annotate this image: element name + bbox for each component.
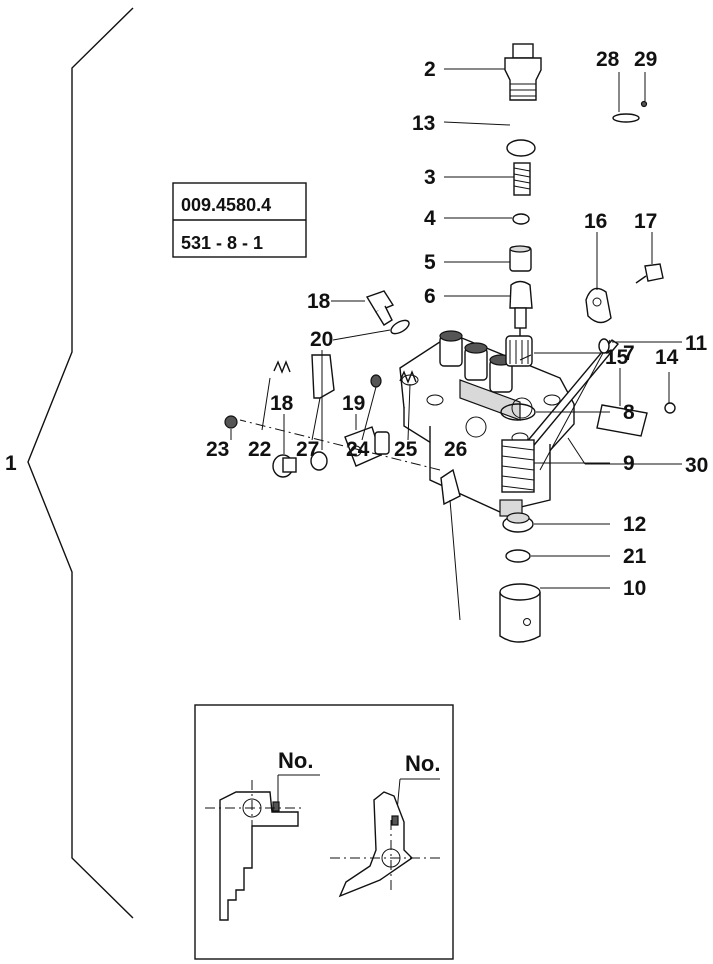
callout-26: 26 [444, 438, 467, 461]
part-18-lower-bolt [272, 454, 297, 478]
reference-box: 009.4580.4 531 - 8 - 1 [172, 182, 307, 258]
part-16-clamp [585, 287, 612, 324]
part-28-o-ring [612, 113, 640, 123]
part-21-shim [505, 549, 531, 563]
part-13-gasket [506, 139, 536, 157]
callout-21: 21 [623, 545, 647, 568]
callout-labels: 1 2 13 3 4 5 6 28 29 16 17 18 20 15 14 1… [5, 48, 708, 600]
callout-23: 23 [206, 438, 229, 461]
callout-29: 29 [634, 48, 657, 71]
part-4-washer [512, 213, 530, 225]
callout-30: 30 [685, 454, 708, 477]
callout-28: 28 [596, 48, 620, 71]
callout-18-lower: 18 [270, 392, 294, 415]
callout-22: 22 [248, 438, 271, 461]
callout-1: 1 [5, 452, 17, 475]
part-27-link [311, 354, 335, 399]
callout-19: 19 [342, 392, 365, 415]
leader-lines [230, 68, 682, 621]
callout-13: 13 [412, 112, 435, 135]
callout-17: 17 [634, 210, 657, 233]
part-25-spring-small [399, 370, 417, 384]
assembly-bracket [27, 7, 134, 919]
part-14-screw [664, 402, 676, 414]
callout-11: 11 [685, 332, 708, 355]
reference-number-2: 531 - 8 - 1 [181, 233, 263, 253]
callout-4: 4 [424, 207, 436, 230]
callout-2: 2 [424, 58, 436, 81]
part-5-valve [509, 245, 532, 272]
part-12-lower-seat [502, 512, 534, 533]
callout-18-upper: 18 [307, 290, 331, 313]
part-23-nut [224, 415, 238, 429]
callout-15: 15 [605, 346, 629, 369]
part-2-delivery-valve-holder [504, 43, 542, 101]
part-8-spring-seat [500, 403, 536, 421]
detail-inset: No. No. [194, 704, 454, 960]
callout-3: 3 [424, 166, 436, 189]
callout-12: 12 [623, 513, 646, 536]
callout-9: 9 [623, 452, 635, 475]
callout-25: 25 [394, 438, 418, 461]
part-18-upper-bolt [365, 290, 395, 326]
part-22-spring-small [273, 360, 291, 374]
part-3-spring [513, 162, 531, 196]
callout-7: 7 [623, 342, 635, 365]
part-10-tappet [499, 583, 541, 643]
detail-part-left [205, 780, 305, 921]
callout-5: 5 [424, 251, 436, 274]
part-29-small-pin [640, 100, 648, 108]
part-9-plunger-spring [501, 439, 535, 493]
callout-16: 16 [584, 210, 607, 233]
callout-24: 24 [346, 438, 370, 461]
callout-20-upper: 20 [310, 328, 333, 351]
part-26-lever [440, 468, 461, 506]
part-7-plunger-sleeve [505, 335, 533, 367]
detail-label-left: No. [278, 748, 313, 773]
callout-8: 8 [623, 401, 635, 424]
callout-6: 6 [424, 285, 436, 308]
detail-label-right: No. [405, 751, 440, 776]
callout-27: 27 [296, 438, 319, 461]
part-17-bolt [635, 263, 664, 284]
callout-14: 14 [655, 346, 679, 369]
part-15-plate [596, 404, 648, 437]
reference-number-1: 009.4580.4 [181, 195, 271, 215]
part-20-gasket-round [310, 451, 328, 471]
part-20-washer-small [390, 319, 410, 335]
callout-10: 10 [623, 577, 646, 600]
part-24-nut [370, 374, 382, 388]
detail-part-right [330, 791, 440, 898]
